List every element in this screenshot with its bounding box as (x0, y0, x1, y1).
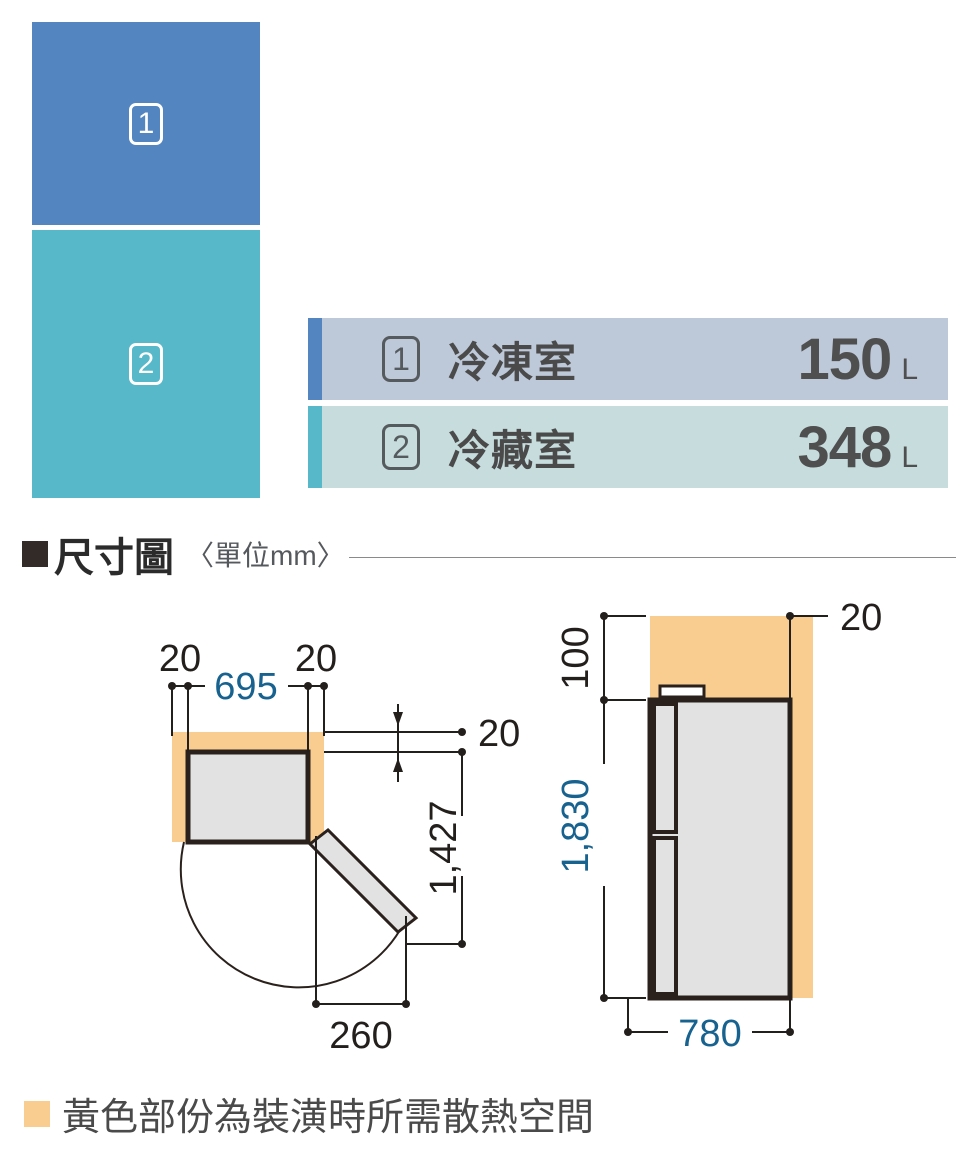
top-view-cabinet-body (185, 749, 311, 845)
top-view-front-clearance-lines (324, 704, 462, 782)
row-body-freezer: 1 冷凍室 150 L (322, 318, 948, 400)
section-unit-note: 〈單位mm〉 (186, 540, 345, 571)
section-title: 尺寸圖 (54, 536, 174, 580)
side-view-height-dimension-line (603, 700, 646, 999)
top-view-depth-dimension-line (406, 752, 463, 945)
side-view-label-side-clearance: 20 (840, 597, 882, 639)
section-marker-icon (22, 541, 48, 567)
top-view-label-clearance-right: 20 (295, 638, 337, 680)
side-view-top-clearance-lines (603, 615, 646, 701)
top-view-drawing: 20 20 695 20 1,427 260 (159, 638, 520, 1057)
side-view-drawing: 100 1,830 20 780 (555, 597, 882, 1055)
row-label-freezer: 冷凍室 (448, 338, 578, 386)
side-view-fridge-door-panel (652, 836, 678, 996)
top-view-label-width: 695 (214, 666, 277, 708)
top-view-heat-space-right (308, 732, 324, 842)
side-view-dim-dot (600, 612, 608, 620)
side-view-dim-dot (624, 1028, 632, 1036)
top-view-door-leaf (307, 828, 419, 934)
top-view-label-projection: 260 (329, 1015, 392, 1057)
row-value-freezer: 150 (797, 326, 893, 392)
block-badge-2: 2 (129, 343, 163, 385)
product-block-freezer: 1 (32, 22, 260, 225)
side-view-dim-dot (786, 612, 794, 620)
top-view-dim-dot (168, 682, 176, 690)
side-view-freezer-door-panel (652, 702, 678, 834)
row-accent-bar-fridge (308, 406, 322, 488)
top-view-label-clearance-left: 20 (159, 638, 201, 680)
side-view-label-height: 1,830 (555, 778, 597, 873)
dimension-drawings: 20 20 695 20 1,427 260 (0, 586, 976, 1072)
top-view-projection-dimension-line (315, 836, 407, 1005)
side-view-label-width: 780 (678, 1013, 741, 1055)
product-color-blocks: 1 2 (32, 22, 260, 498)
block-badge-1: 1 (129, 102, 163, 145)
row-body-fridge: 2 冷藏室 348 L (322, 406, 948, 488)
side-view-heat-space-right (790, 616, 813, 998)
side-view-dim-dot (600, 994, 608, 1002)
capacity-table: 1 冷凍室 150 L 2 冷藏室 348 L (308, 318, 948, 488)
row-value-group-fridge: 348 L (798, 414, 948, 481)
side-view-handle-notch (658, 684, 706, 699)
dimension-section-header: 尺寸圖 〈單位mm〉 (22, 526, 956, 582)
top-view-door-swing-arc (179, 841, 401, 989)
top-view-dim-dot (458, 940, 466, 948)
section-divider (348, 556, 956, 558)
side-view-dim-dot (786, 1028, 794, 1036)
capacity-row-fridge: 2 冷藏室 348 L (308, 406, 948, 488)
row-badge-1: 1 (382, 336, 420, 382)
top-view-label-depth: 1,427 (423, 800, 465, 895)
row-label-fridge: 冷藏室 (448, 426, 578, 474)
top-view-dim-dot (304, 682, 312, 690)
side-view-side-clearance-line (789, 615, 828, 998)
footnote-text: 黃色部份為裝潢時所需散熱空間 (62, 1097, 595, 1139)
side-view-width-dimension-line (627, 998, 791, 1033)
top-view-arrow-down (393, 758, 403, 772)
row-accent-bar-freezer (308, 318, 322, 400)
row-badge-2: 2 (382, 424, 420, 470)
top-view-dim-dot (184, 682, 192, 690)
row-unit-fridge: L (901, 440, 918, 474)
row-value-group-freezer: 150 L (798, 326, 948, 393)
footnote-color-swatch (24, 1100, 50, 1127)
row-unit-freezer: L (901, 352, 918, 386)
top-view-heat-space-left (172, 732, 188, 842)
capacity-row-freezer: 1 冷凍室 150 L (308, 318, 948, 400)
side-view-label-top-clearance: 100 (555, 626, 597, 689)
top-view-dim-dot (312, 1000, 320, 1008)
top-view-heat-space-top (172, 732, 324, 752)
product-block-fridge: 2 (32, 230, 260, 498)
top-view-label-clearance-front: 20 (478, 713, 520, 755)
heat-space-footnote: 黃色部份為裝潢時所需散熱空間 (24, 1086, 594, 1141)
top-view-arrow-up (393, 712, 403, 726)
top-view-dim-dot (458, 728, 466, 736)
top-view-dim-dot (402, 1000, 410, 1008)
top-view-dim-dot (320, 682, 328, 690)
row-value-fridge: 348 (797, 414, 893, 480)
